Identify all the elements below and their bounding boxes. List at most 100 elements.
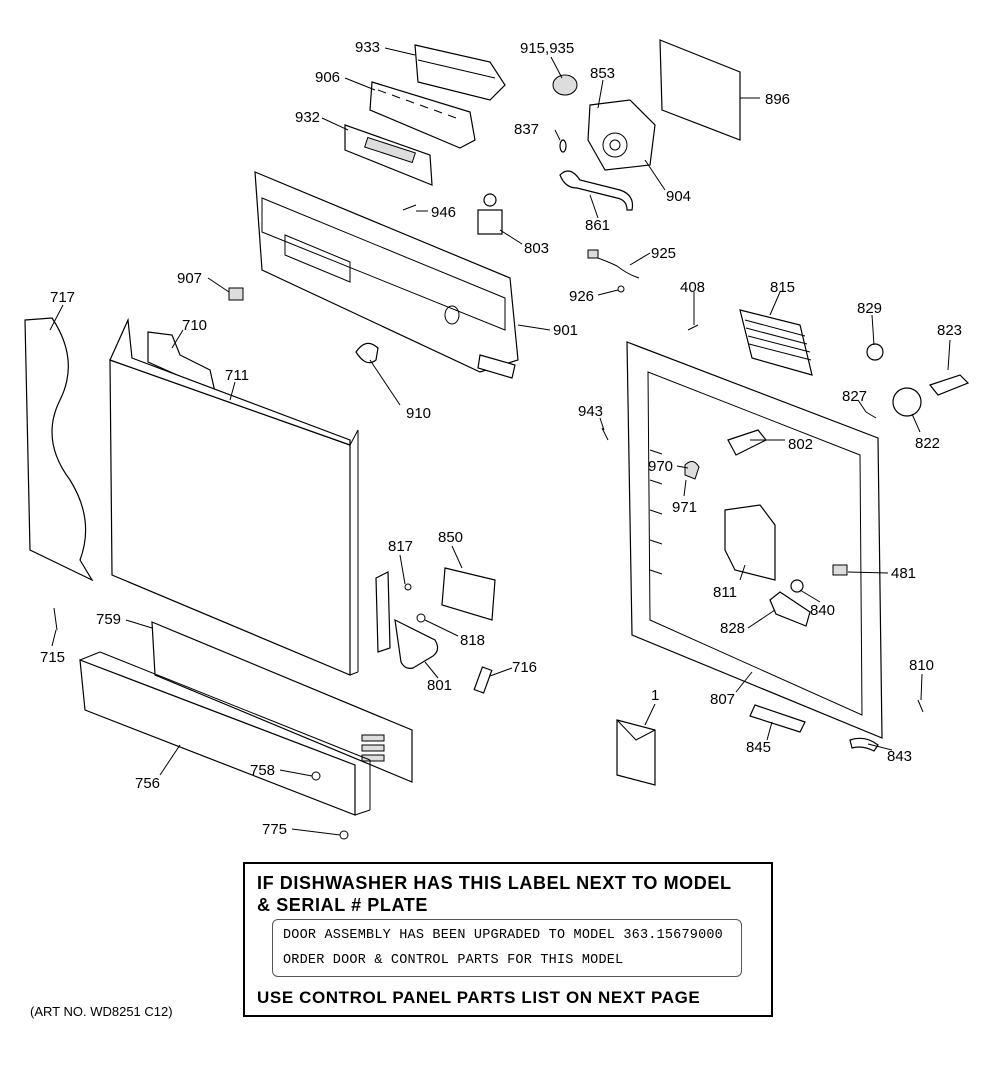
part-label-970: 970	[648, 458, 673, 475]
part-label-829: 829	[857, 300, 882, 317]
part-label-810: 810	[909, 657, 934, 674]
part-label-818: 818	[460, 632, 485, 649]
part-933-drawing	[414, 44, 506, 101]
part-827-drawing	[865, 411, 877, 419]
part-label-946: 946	[431, 204, 456, 221]
upgrade-label-sample: DOOR ASSEMBLY HAS BEEN UPGRADED TO MODEL…	[272, 919, 742, 977]
part-label-717: 717	[50, 289, 75, 306]
part-815-drawing	[739, 309, 813, 376]
part-840-drawing	[790, 579, 804, 593]
part-label-925: 925	[651, 245, 676, 262]
part-843-drawing	[849, 737, 879, 752]
part-828-drawing	[769, 591, 811, 627]
part-label-907: 907	[177, 270, 202, 287]
part-label-943: 943	[578, 403, 603, 420]
part-925-drawing	[591, 255, 640, 279]
part-label-801: 801	[427, 677, 452, 694]
leader-lines	[49, 47, 951, 836]
part-label-481: 481	[891, 565, 916, 582]
part-845-drawing	[749, 704, 806, 733]
part-label-822: 822	[915, 435, 940, 452]
part-label-828: 828	[720, 620, 745, 637]
part-822-drawing	[892, 387, 922, 417]
part-label-827: 827	[842, 388, 867, 405]
part-907-drawing	[228, 287, 244, 301]
upgrade-notice-box: IF DISHWASHER HAS THIS LABEL NEXT TO MOD…	[243, 862, 773, 1017]
part-label-710: 710	[182, 317, 207, 334]
part-818-drawing	[416, 613, 426, 623]
part-481-drawing	[832, 564, 848, 576]
part-label-845: 845	[746, 739, 771, 756]
part-915-935-drawing	[552, 74, 578, 96]
part-901-drawing	[254, 171, 519, 379]
part-943-drawing	[601, 427, 609, 441]
part-906-drawing	[369, 81, 476, 149]
part-label-933: 933	[355, 39, 380, 56]
part-756-drawing	[79, 651, 371, 816]
part-1-envelope-drawing	[616, 719, 656, 786]
part-label-926: 926	[569, 288, 594, 305]
part-label-910: 910	[406, 405, 431, 422]
part-970-drawing	[684, 461, 700, 480]
part-label-408: 408	[680, 279, 705, 296]
part-label-932: 932	[295, 109, 320, 126]
part-label-815: 815	[770, 279, 795, 296]
part-label-759: 759	[96, 611, 121, 628]
part-label-817: 817	[388, 538, 413, 555]
part-label-715: 715	[40, 649, 65, 666]
part-801-drawing	[375, 571, 439, 669]
part-811-drawing	[724, 504, 776, 581]
part-label-896: 896	[765, 91, 790, 108]
part-716-drawing	[473, 666, 493, 694]
part-829-drawing	[866, 343, 884, 361]
part-label-861: 861	[585, 217, 610, 234]
exploded-parts-diagram: 933 906 932 915,935 853 896 837 904 861 …	[24, 39, 970, 840]
part-910-drawing	[355, 342, 379, 364]
part-label-803: 803	[524, 240, 549, 257]
label-line-1: DOOR ASSEMBLY HAS BEEN UPGRADED TO MODEL…	[283, 928, 723, 943]
part-label-811: 811	[713, 584, 737, 601]
notice-title-line2: & SERIAL # PLATE	[257, 895, 428, 915]
part-408-drawing	[687, 324, 699, 331]
notice-title: IF DISHWASHER HAS THIS LABEL NEXT TO MOD…	[257, 872, 767, 916]
part-label-850: 850	[438, 529, 463, 546]
part-label-711: 711	[225, 367, 249, 384]
notice-title-line1: IF DISHWASHER HAS THIS LABEL NEXT TO MOD…	[257, 873, 732, 893]
part-label-802: 802	[788, 436, 813, 453]
part-label-823: 823	[937, 322, 962, 339]
part-710-drawing	[147, 331, 216, 394]
art-number: (ART NO. WD8251 C12)	[30, 1004, 173, 1019]
part-label-906: 906	[315, 69, 340, 86]
part-717-drawing	[24, 317, 94, 582]
part-label-758: 758	[250, 762, 275, 779]
part-label-756: 756	[135, 775, 160, 792]
part-label-716: 716	[512, 659, 537, 676]
part-label-1: 1	[651, 687, 659, 704]
part-label-840: 840	[810, 602, 835, 619]
label-line-2: ORDER DOOR & CONTROL PARTS FOR THIS MODE…	[283, 953, 624, 968]
part-label-971: 971	[672, 499, 697, 516]
part-926-drawing	[617, 285, 625, 293]
part-label-837: 837	[514, 121, 539, 138]
part-850-drawing	[441, 567, 496, 621]
part-label-807: 807	[710, 691, 735, 708]
part-823-drawing	[928, 374, 970, 396]
part-896-drawing	[659, 39, 741, 141]
part-label-843: 843	[887, 748, 912, 765]
part-759-drawing	[151, 621, 413, 783]
part-715-drawing	[53, 607, 58, 631]
part-946-drawing	[402, 204, 417, 211]
part-label-775: 775	[262, 821, 287, 838]
part-label-853: 853	[590, 65, 615, 82]
part-817-drawing	[404, 583, 412, 591]
part-904-drawing	[587, 99, 656, 171]
part-837-drawing	[559, 139, 567, 153]
part-810-drawing	[917, 699, 924, 713]
notice-footer: USE CONTROL PANEL PARTS LIST ON NEXT PAG…	[257, 988, 701, 1007]
part-label-901: 901	[553, 322, 578, 339]
part-932-drawing	[344, 124, 433, 186]
part-861-drawing	[559, 170, 634, 211]
part-711-drawing	[109, 317, 359, 676]
part-775-drawing	[339, 830, 349, 840]
part-label-915-935: 915,935	[520, 40, 574, 57]
